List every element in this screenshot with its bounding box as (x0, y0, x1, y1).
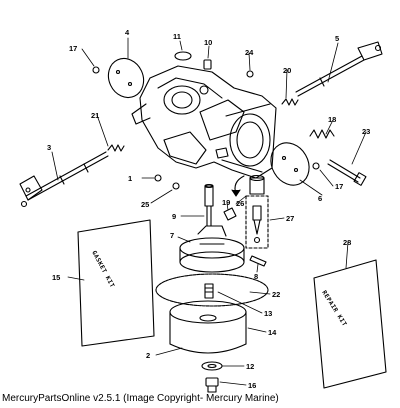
welch-plug-part (174, 51, 192, 61)
callout-27: 27 (286, 214, 294, 223)
top-screw-part (246, 70, 254, 78)
callout-numbers: 1 2 3 4 5 6 7 8 9 10 11 12 13 14 15 16 1… (47, 28, 370, 390)
callout-18: 18 (328, 115, 336, 124)
plug-part (203, 59, 212, 70)
choke-spring-part (281, 98, 299, 106)
throttle-spring-part (107, 144, 125, 152)
callout-11: 11 (173, 32, 181, 41)
callout-17b: 17 (335, 182, 343, 191)
callout-5: 5 (335, 34, 339, 43)
callout-15: 15 (52, 273, 60, 282)
callout-19: 19 (222, 198, 230, 207)
callout-10: 10 (204, 38, 212, 47)
callout-17a: 17 (69, 44, 77, 53)
callout-7: 7 (170, 231, 174, 240)
callout-6: 6 (318, 194, 322, 203)
screw-part (92, 66, 320, 170)
idle-tube-part (223, 207, 237, 221)
callout-22: 22 (272, 290, 280, 299)
spring-part (309, 129, 335, 139)
callout-8: 8 (254, 272, 258, 281)
float-part (179, 225, 245, 273)
throttle-shaft-part (19, 151, 109, 208)
callout-3: 3 (47, 143, 51, 152)
callout-14: 14 (268, 328, 277, 337)
callout-2: 2 (146, 351, 150, 360)
image-credit: MercuryPartsOnline v2.5.1 (Image Copyrig… (2, 393, 279, 404)
gasket-kit-label: GASKET KIT (90, 250, 115, 290)
repair-kit-card (313, 259, 387, 389)
gasket-kit-card (77, 219, 155, 347)
callout-26: 26 (236, 199, 244, 208)
callout-23: 23 (362, 127, 370, 136)
idle-screw-part (327, 159, 367, 186)
callout-1: 1 (128, 174, 132, 183)
callout-13: 13 (264, 309, 272, 318)
callout-25: 25 (141, 200, 149, 209)
needle-seat-part (249, 174, 265, 195)
leader-lines (51, 37, 367, 386)
float-bowl-part (155, 273, 269, 354)
repair-kit-label: REPAIR KIT (320, 289, 348, 328)
choke-shaft-part (295, 41, 383, 97)
callout-24: 24 (245, 48, 254, 57)
callout-28: 28 (343, 238, 351, 247)
callout-16: 16 (248, 381, 256, 390)
carburetor-body (131, 65, 277, 179)
callout-21: 21 (91, 111, 99, 120)
callout-12: 12 (246, 362, 254, 371)
callout-9: 9 (172, 212, 176, 221)
inlet-needle-part (245, 195, 269, 249)
choke-plate-part (270, 142, 310, 186)
drain-washer-part (201, 361, 223, 371)
callout-20: 20 (283, 66, 291, 75)
washer-part (154, 174, 162, 182)
drain-plug-part (205, 377, 219, 393)
callout-4: 4 (125, 28, 130, 37)
flow-arrow-head (231, 189, 241, 197)
side-screw-part (172, 182, 180, 190)
throttle-plate-part (107, 57, 145, 99)
main-jet-part (204, 283, 214, 299)
float-pin-part (249, 255, 267, 267)
nozzle-part (204, 183, 214, 227)
